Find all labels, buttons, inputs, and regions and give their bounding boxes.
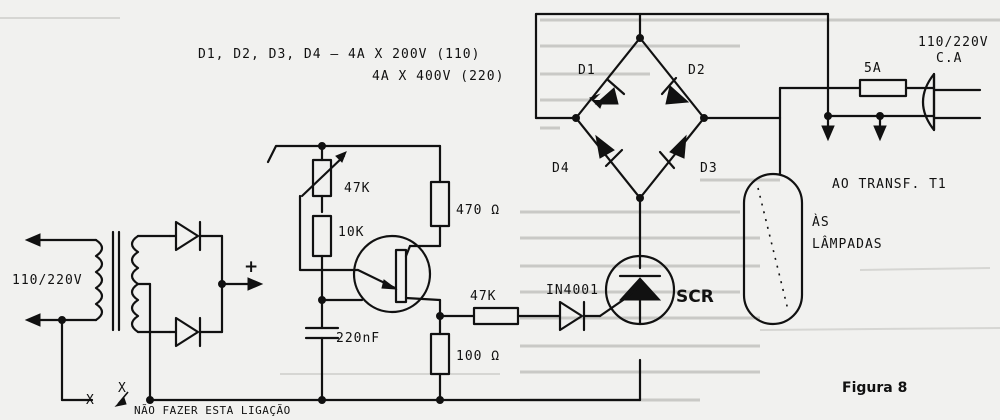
ujt-oscillator xyxy=(266,142,628,404)
fuse-label: 5A xyxy=(864,61,882,76)
diode-d1-label: D1 xyxy=(578,63,596,78)
diode-d2-label: D2 xyxy=(688,63,706,78)
resistor-100-label: 100 Ω xyxy=(456,349,500,364)
lamp-connector xyxy=(742,172,804,326)
lamps-label-line-2: LÂMPADAS xyxy=(812,236,883,252)
diode-d4-label: D4 xyxy=(552,161,570,176)
bridge-to-mains-wiring xyxy=(534,12,982,176)
bridge-rectifier xyxy=(572,34,708,202)
diode-d3-label: D3 xyxy=(700,161,718,176)
pot-47k-label: 47K xyxy=(344,181,370,196)
x-mark-left: X xyxy=(86,393,95,408)
diode-spec-line-2: 4A X 400V (220) xyxy=(372,69,504,84)
capacitor-220nf-label: 220nF xyxy=(336,331,380,346)
mains-ac-label: C.A xyxy=(936,51,962,66)
lamps-label-line-1: ÀS xyxy=(812,214,830,230)
x-mark-right: X xyxy=(118,381,127,396)
resistor-470-label: 470 Ω xyxy=(456,203,500,218)
positive-output-label: + xyxy=(244,257,258,277)
resistor-47k-series-label: 47K xyxy=(470,289,496,304)
figure-caption: Figura 8 xyxy=(842,380,907,396)
common-rail xyxy=(148,358,642,402)
input-transformer xyxy=(24,230,172,404)
mains-voltage-label: 110/220V xyxy=(918,35,989,50)
scr-label: SCR xyxy=(676,287,714,307)
scr-thyristor xyxy=(604,196,676,326)
transformer-label: AO TRANSF. T1 xyxy=(832,177,947,192)
resistor-10k-label: 10K xyxy=(338,225,364,240)
diode-spec-line-1: D1, D2, D3, D4 — 4A X 200V (110) xyxy=(198,47,480,62)
rectifier-diodes xyxy=(168,220,264,348)
input-voltage-label: 110/220V xyxy=(12,273,83,288)
diode-in4001-label: IN4001 xyxy=(546,283,599,298)
do-not-connect-marks xyxy=(114,391,129,407)
do-not-connect-warning: NÃO FAZER ESTA LIGAÇÃO xyxy=(134,404,291,417)
